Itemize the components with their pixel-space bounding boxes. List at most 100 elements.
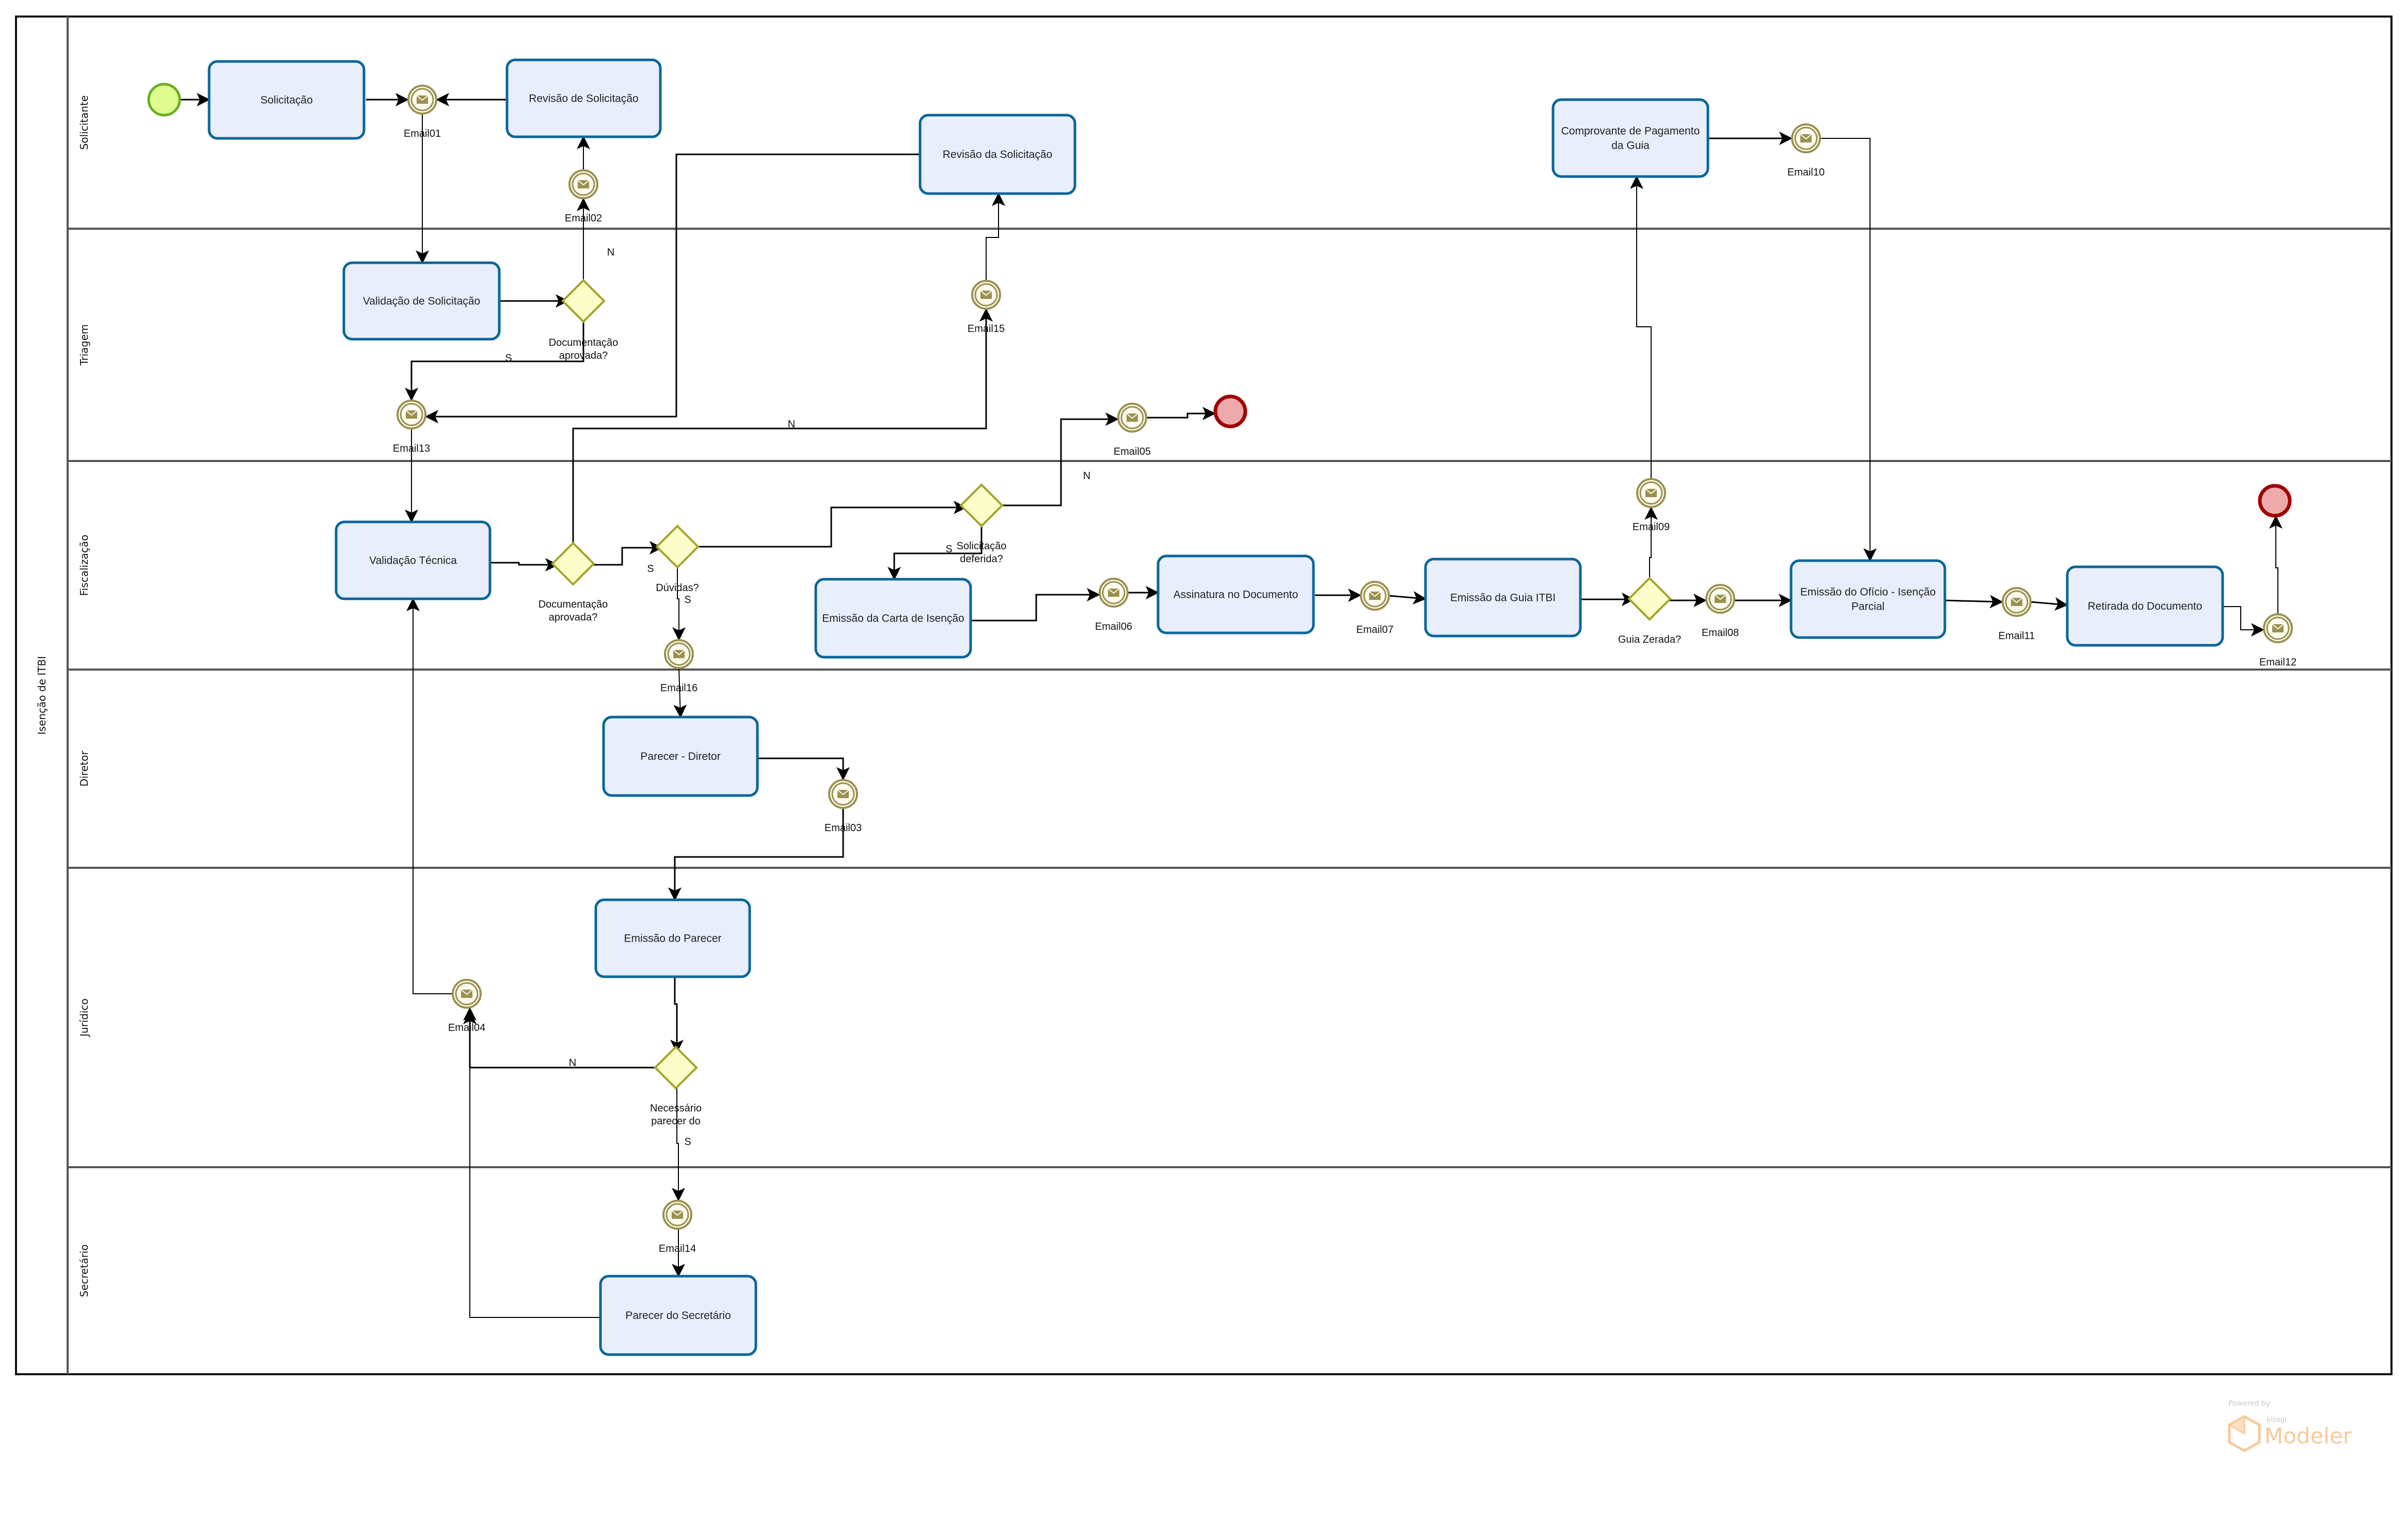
lanes: SolicitanteTriagemFiscalizaçãoDiretorJur… (68, 96, 2391, 1297)
flow-gwzerada-email09[interactable] (1644, 506, 1658, 583)
flow-parecer-diretor-email03[interactable] (757, 757, 850, 781)
message-event-email14[interactable]: Email14 (659, 1200, 696, 1254)
task-box (602, 716, 759, 797)
envelope-icon (405, 410, 418, 419)
message-event-email04[interactable]: Email04 (448, 979, 485, 1034)
message-event-email08[interactable]: Email08 (1702, 584, 1739, 639)
flow-gw1-s-email13[interactable] (405, 316, 584, 401)
task-validacao-solicitacao[interactable]: Validação de Solicitação (342, 261, 501, 341)
task-validacao-tecnica[interactable]: Validação Técnica (335, 520, 492, 600)
flow-email03-emissao-parecer[interactable] (668, 808, 844, 901)
message-event-email15[interactable]: Email15 (968, 280, 1005, 335)
flow-gw-s-email14[interactable] (672, 1083, 685, 1201)
flow-deferida-s-carta[interactable] (888, 521, 983, 580)
bizagi-watermark: Powered by bizagi Modeler (2225, 1396, 2390, 1453)
event-inner-ring (667, 642, 691, 666)
lane-juridico: Jurídico (68, 867, 2391, 1038)
task-parecer-secretario[interactable]: Parecer do Secretário (599, 1275, 757, 1356)
gateway-label: Documentação (538, 599, 608, 610)
task-label: Assinatura no Documento (1174, 589, 1298, 601)
envelope-icon (837, 789, 849, 798)
flow-email12-end[interactable] (2269, 515, 2283, 614)
task-label: Solicitação (260, 94, 313, 106)
envelope-icon (671, 1210, 684, 1219)
message-event-email02[interactable]: Email02 (565, 169, 602, 224)
flow-gw2-n-email15[interactable] (572, 308, 993, 548)
flow-gw-n-email04[interactable] (463, 1007, 660, 1069)
flow-email15-revisao-da[interactable] (986, 193, 1005, 280)
task-emissao-parecer[interactable]: Emissão do Parecer (594, 898, 751, 978)
task-revisao-da-solicitacao[interactable]: Revisão da Solicitação (918, 114, 1076, 195)
event-inner-ring (1708, 587, 1732, 611)
task-label: Emissão da Guia ITBI (1450, 592, 1556, 604)
flow-secretario-email04[interactable] (463, 1011, 600, 1318)
event-inner-ring (2266, 616, 2290, 640)
message-event-email11[interactable]: Email11 (1999, 587, 2035, 642)
message-event-email16[interactable]: Email16 (660, 639, 698, 694)
flow-duvidas-n-deferida[interactable] (693, 501, 967, 548)
gateway-label: Guia Zerada? (1618, 634, 1681, 645)
flow-carta-email06[interactable] (971, 588, 1100, 622)
task-box (918, 114, 1076, 195)
message-event-email07[interactable]: Email07 (1356, 581, 1393, 635)
lane-fiscalizacao: Fiscalização (68, 460, 2391, 596)
message-event-email13[interactable]: Email13 (393, 400, 430, 454)
end-event[interactable] (1213, 394, 1247, 428)
message-event-email09[interactable]: Email09 (1633, 478, 1670, 533)
event-label: Email08 (1702, 627, 1739, 639)
task-parecer-diretor[interactable]: Parecer - Diretor (602, 716, 759, 797)
flow-gw2-s-duvidas[interactable] (589, 541, 663, 566)
message-event-email05[interactable]: Email05 (1114, 403, 1151, 457)
start-event[interactable] (147, 83, 181, 117)
flow-duvidas-s-email16[interactable] (672, 562, 686, 641)
message-event-email12[interactable]: Email12 (2259, 613, 2296, 668)
message-event-email10[interactable]: Email10 (1787, 123, 1825, 178)
shapes: Solicitação Revisão de SolicitaçãoRevisão… (147, 58, 2296, 1356)
task-box (208, 60, 366, 140)
task-box (342, 261, 501, 341)
gateway-guia-zerada[interactable]: Guia Zerada? (1618, 577, 1681, 645)
gateway-doc-aprovada-2[interactable]: Documentação aprovada? (538, 542, 608, 623)
task-assinatura[interactable]: Assinatura no Documento (1157, 554, 1315, 634)
flow-email16-parecer-diretor[interactable] (673, 668, 687, 718)
event-label: Email13 (393, 443, 430, 454)
task-revisao-de-solicitacao[interactable]: Revisão de Solicitação (505, 58, 662, 138)
gateway-duvidas[interactable]: Dúvidas? (655, 524, 700, 594)
flow-email07-guia[interactable] (1389, 591, 1427, 605)
lane-label: Secretário (78, 1244, 90, 1297)
flow-revisao-da-email13[interactable] (425, 153, 920, 423)
flow-email09-comprovante[interactable] (1630, 176, 1652, 479)
task-solicitacao[interactable]: Solicitação (208, 60, 366, 140)
gateway-label: aprovada? (549, 612, 598, 623)
flow-oficio-email11[interactable] (1944, 595, 2003, 609)
gateway-diamond (655, 524, 700, 569)
message-event-email01[interactable]: Email01 (404, 85, 441, 139)
event-label: Email01 (404, 128, 441, 139)
task-box (1789, 559, 1946, 639)
end-event[interactable] (2258, 484, 2292, 518)
message-event-email03[interactable]: Email03 (825, 779, 862, 834)
task-emissao-carta[interactable]: Emissão da Carta de Isenção (814, 578, 972, 659)
flow-retirada-email12[interactable] (2223, 606, 2264, 637)
flow-valtec-gw2[interactable] (490, 558, 559, 571)
gateway-diamond (959, 483, 1004, 528)
event-label: Email06 (1095, 621, 1132, 632)
task-emissao-guia[interactable]: Emissão da Guia ITBI (1424, 558, 1582, 638)
task-retirada[interactable]: Retirada do Documento (2066, 565, 2224, 647)
flow-email04-validacao-tecnica[interactable] (406, 598, 452, 994)
task-label: Comprovante de Pagamento (1561, 125, 1700, 137)
flow-emissao-parecer-gw[interactable] (670, 977, 684, 1053)
flow-deferida-n-email05[interactable] (997, 412, 1119, 506)
message-event-email06[interactable]: Email06 (1095, 578, 1132, 632)
bizagi-logo-icon (2227, 1415, 2261, 1452)
flow-email10-oficio[interactable] (1820, 138, 1877, 562)
flow-email05-end[interactable] (1147, 407, 1216, 420)
flow-email11-retirada[interactable] (2031, 597, 2068, 611)
task-label: Retirada do Documento (2088, 600, 2203, 612)
task-box (814, 578, 972, 659)
